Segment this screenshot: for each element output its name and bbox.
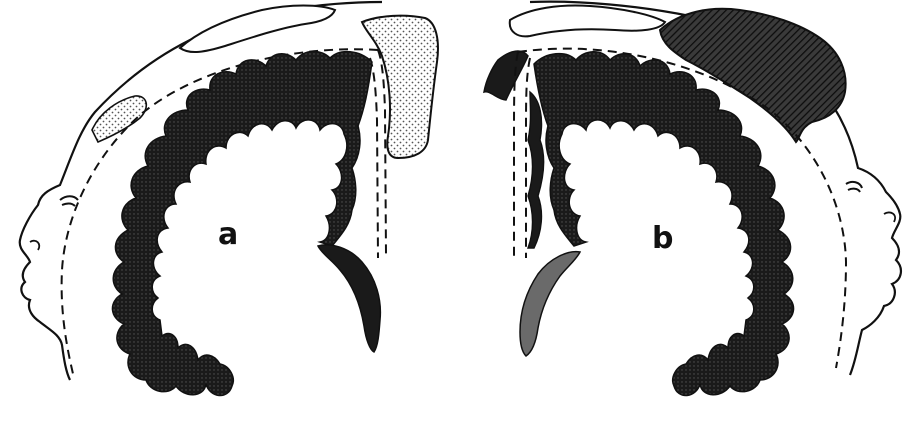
stippled-lesion-a [362,16,438,158]
eye-a [60,196,78,206]
dura-dashed-inner2-b [526,58,530,258]
dura-dashed-inner2-a [370,58,378,258]
ear-b [884,212,895,222]
ventricle-a [318,245,380,352]
stippled-patch-a [92,96,146,142]
hair-a [180,6,335,53]
dura-dashed-inner-b [514,52,518,258]
panel-b: b [484,2,901,396]
eye-b [846,182,862,192]
ear-a [30,241,39,250]
panel-a: a [20,2,438,396]
dura-dashed-inner-a [378,50,386,255]
panel-label-b: b [652,221,673,256]
hair-b [510,6,665,37]
medial-cortex-b [528,92,544,248]
scalp-cap-b [484,51,528,100]
panel-label-a: a [218,217,238,252]
cortex-gyri-a [112,52,372,396]
ventricle-b [520,252,580,356]
